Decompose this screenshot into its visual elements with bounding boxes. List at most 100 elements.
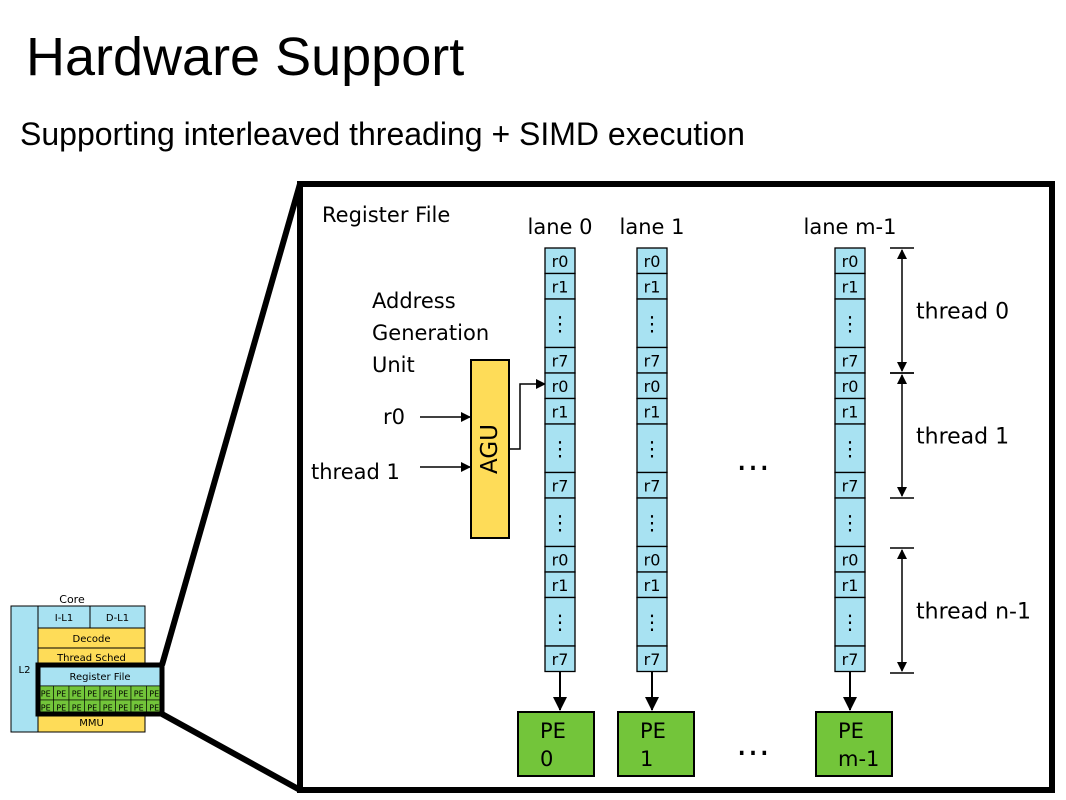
- register-label: r7: [644, 351, 661, 370]
- register-cell: [544, 497, 576, 548]
- register-cell: [636, 346, 668, 374]
- register-cell: [834, 247, 866, 275]
- register-gap-dots: ⋮: [840, 510, 860, 534]
- lane-label: lane 1: [620, 215, 685, 239]
- register-cell: [834, 298, 866, 349]
- core-pe-label: PE: [149, 704, 159, 713]
- processing-element: [517, 711, 595, 777]
- lane-ellipsis: …: [736, 439, 770, 479]
- core-register-file-label: Register File: [69, 672, 130, 683]
- register-cell: [636, 596, 668, 647]
- register-label: r7: [842, 650, 859, 669]
- register-label: r1: [842, 402, 859, 421]
- register-cell: [544, 645, 576, 673]
- core-pe-label: PE: [41, 704, 51, 713]
- register-label: r0: [842, 377, 859, 396]
- core-pe-label: PE: [149, 690, 159, 699]
- agu-caption-line-3: Unit: [372, 353, 415, 377]
- core-pe-label: PE: [72, 704, 82, 713]
- register-cell: [636, 298, 668, 349]
- register-gap-dots: ⋮: [642, 510, 662, 534]
- register-cell: [544, 247, 576, 275]
- agu-label: AGU: [477, 424, 503, 474]
- register-label: r1: [552, 402, 569, 421]
- agu-box: [470, 359, 510, 539]
- register-label: r0: [644, 252, 661, 271]
- processing-element-label: 0: [540, 747, 553, 771]
- pe-ellipsis: …: [736, 724, 770, 764]
- register-gap-dots: ⋮: [840, 610, 860, 634]
- register-label: r1: [842, 576, 859, 595]
- register-gap-dots: ⋮: [550, 610, 570, 634]
- register-label: r0: [842, 252, 859, 271]
- register-gap-dots: ⋮: [840, 311, 860, 335]
- register-cell: [636, 247, 668, 275]
- core-pe-label: PE: [56, 704, 66, 713]
- core-pe-label: PE: [134, 690, 144, 699]
- register-cell: [834, 571, 866, 599]
- register-label: r1: [644, 402, 661, 421]
- processing-element-label: PE: [540, 719, 566, 743]
- register-cell: [834, 423, 866, 474]
- register-cell: [636, 471, 668, 499]
- agu-caption-line-1: Address: [372, 289, 456, 313]
- core-pe-label: PE: [118, 704, 128, 713]
- register-label: r0: [552, 252, 569, 271]
- agu-caption-line-2: Generation: [372, 321, 489, 345]
- register-label: r7: [842, 476, 859, 495]
- core-mmu-label: MMU: [79, 718, 104, 729]
- register-cell: [834, 372, 866, 400]
- register-label: r1: [552, 576, 569, 595]
- register-file-title: Register File: [322, 203, 450, 227]
- register-label: r1: [552, 277, 569, 296]
- thread-label: thread n-1: [916, 600, 1031, 625]
- core-label: Core: [59, 593, 85, 606]
- core-dl1-label: D-L1: [106, 613, 129, 624]
- core-pe-label: PE: [87, 690, 97, 699]
- core-highlight-box: [35, 662, 165, 717]
- core-pe-label: PE: [103, 690, 113, 699]
- register-label: r0: [644, 377, 661, 396]
- register-label: r1: [644, 277, 661, 296]
- zoom-line-top: [159, 183, 303, 666]
- lane-label: lane 0: [528, 215, 593, 239]
- processing-element: [815, 711, 893, 777]
- processing-element-label: PE: [838, 719, 864, 743]
- register-file-panel: [297, 181, 1055, 793]
- register-cell: [636, 497, 668, 548]
- register-cell: [834, 545, 866, 573]
- register-gap-dots: ⋮: [642, 610, 662, 634]
- register-cell: [636, 272, 668, 300]
- register-label: r7: [644, 650, 661, 669]
- register-label: r0: [552, 550, 569, 569]
- agu-output-arrow: [509, 379, 546, 450]
- core-l2-label: L2: [19, 665, 31, 676]
- register-label: r0: [552, 377, 569, 396]
- register-label: r0: [842, 550, 859, 569]
- register-cell: [834, 596, 866, 647]
- register-cell: [636, 423, 668, 474]
- lane-label: lane m-1: [803, 215, 896, 239]
- thread-label: thread 1: [916, 425, 1009, 450]
- core-il1-label: I-L1: [55, 613, 74, 624]
- register-gap-dots: ⋮: [550, 311, 570, 335]
- core-diagram: Core L2 I-L1 D-L1 Decode Thread Sched MM…: [10, 593, 165, 733]
- register-gap-dots: ⋮: [642, 311, 662, 335]
- register-cell: [834, 497, 866, 548]
- register-gap-dots: ⋮: [840, 436, 860, 460]
- register-gap-dots: ⋮: [550, 510, 570, 534]
- register-gap-dots: ⋮: [550, 436, 570, 460]
- slide-title: Hardware Support: [26, 27, 465, 87]
- register-cell: [544, 596, 576, 647]
- register-label: r7: [552, 476, 569, 495]
- processing-element-label: 1: [640, 747, 653, 771]
- slide-subtitle: Supporting interleaved threading + SIMD …: [20, 116, 745, 152]
- register-label: r7: [644, 476, 661, 495]
- zoom-line-bottom: [160, 711, 302, 793]
- core-pe-label: PE: [87, 704, 97, 713]
- register-cell: [636, 645, 668, 673]
- register-label: r1: [842, 277, 859, 296]
- core-pe-label: PE: [118, 690, 128, 699]
- register-cell: [636, 372, 668, 400]
